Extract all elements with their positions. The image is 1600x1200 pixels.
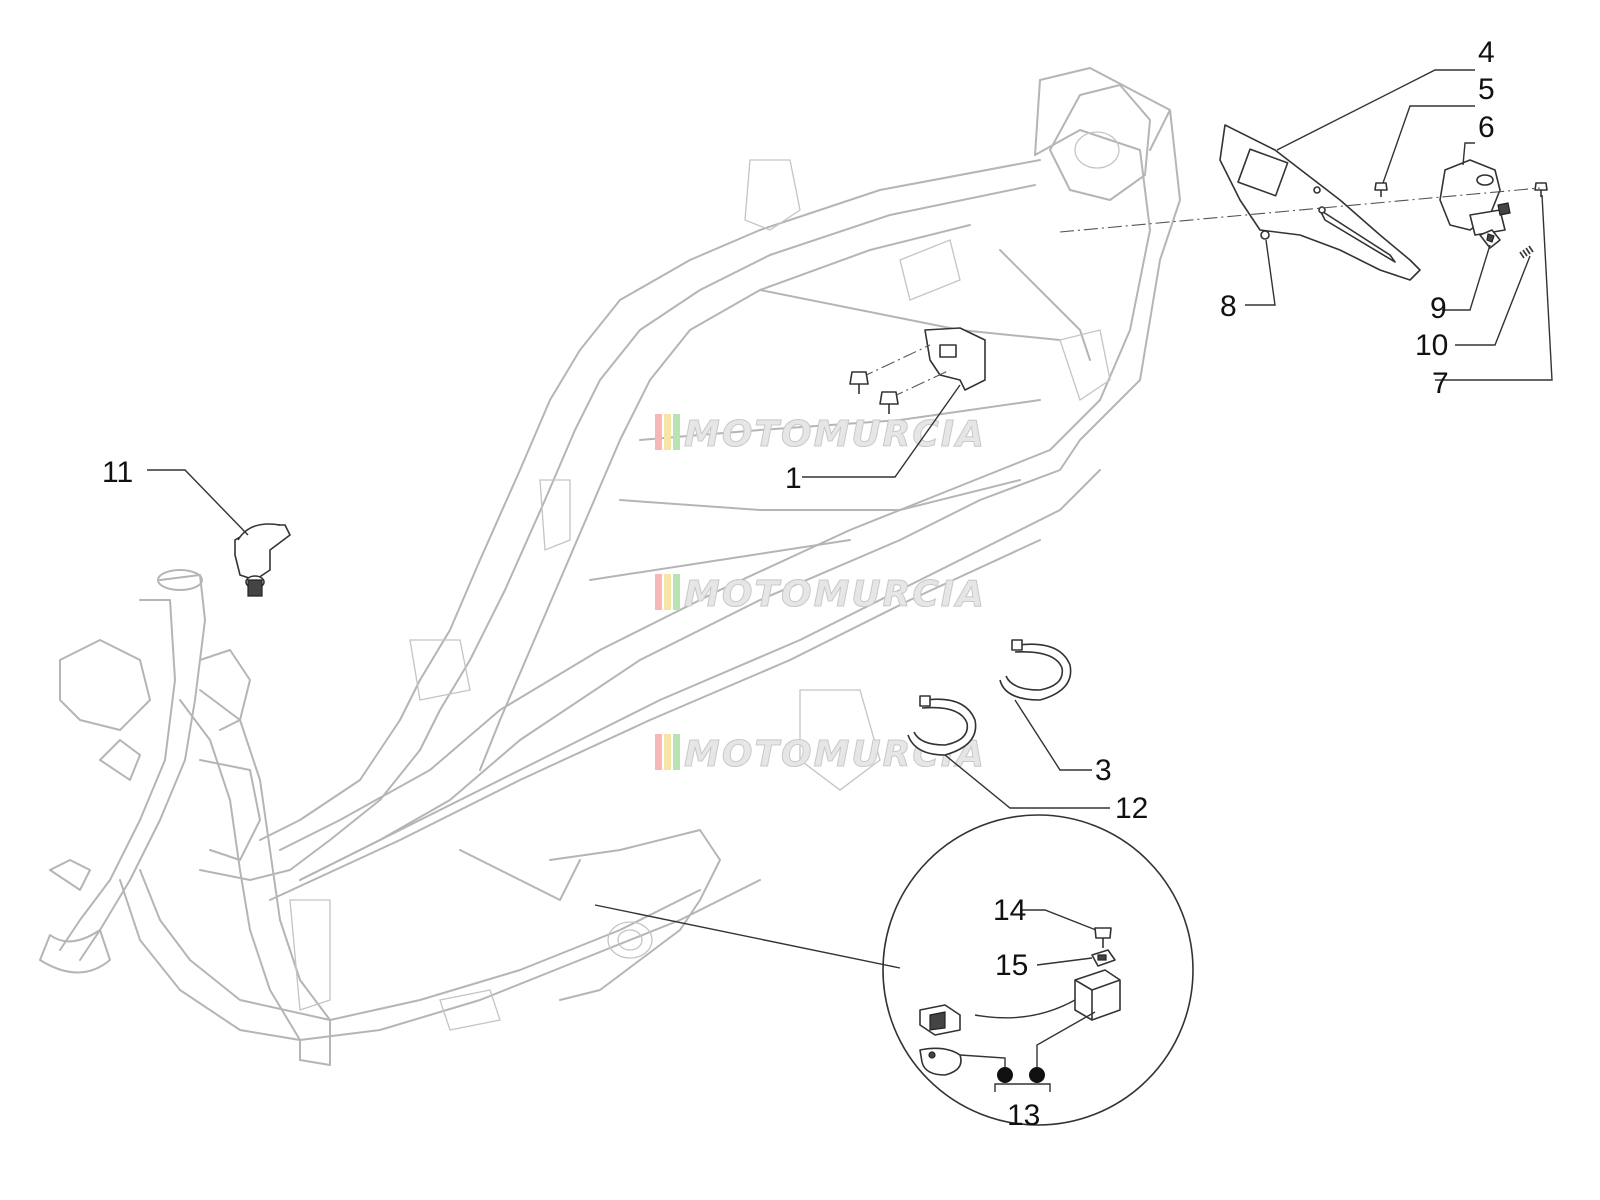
callout-5: 5 xyxy=(1478,73,1495,106)
scooter-frame xyxy=(39,67,1181,1066)
part-5-screw[interactable] xyxy=(1374,182,1388,197)
part-12-clamp[interactable] xyxy=(907,695,977,756)
callout-10: 10 xyxy=(1415,329,1448,362)
part-13-alarm-module[interactable] xyxy=(919,969,1121,1083)
part-7-screw[interactable] xyxy=(1534,182,1548,197)
part-14-bolt[interactable] xyxy=(1094,927,1112,948)
watermark-middle: MOTOMURCIA xyxy=(655,574,986,616)
part-15-clip[interactable] xyxy=(1091,949,1116,967)
part-6-lock[interactable] xyxy=(1439,159,1511,236)
leader-lines xyxy=(147,69,1553,1092)
callout-7: 7 xyxy=(1432,367,1449,400)
watermark-stripe xyxy=(655,574,662,610)
part-1-latch-bracket[interactable] xyxy=(849,327,986,414)
part-9-lock-cylinder[interactable] xyxy=(1479,229,1501,249)
detail-inset xyxy=(594,814,1194,1126)
watermark-stripe xyxy=(655,734,662,770)
callout-15: 15 xyxy=(995,949,1028,982)
watermark-stripe xyxy=(655,414,662,450)
part-3-clamp[interactable] xyxy=(999,639,1072,701)
watermark-stripe xyxy=(673,574,680,610)
callout-8: 8 xyxy=(1220,290,1237,323)
watermark-stripe xyxy=(664,574,671,610)
callout-12: 12 xyxy=(1115,792,1148,825)
watermark-text: MOTOMURCIA xyxy=(684,574,986,615)
screw-icon xyxy=(879,391,899,405)
part-10-spring[interactable] xyxy=(1519,245,1534,259)
part-11-ignition-switch[interactable] xyxy=(234,523,291,597)
screw-icon xyxy=(849,371,869,385)
callout-9: 9 xyxy=(1430,292,1447,325)
watermark-stripe xyxy=(664,734,671,770)
callout-11: 11 xyxy=(102,456,133,489)
callout-1: 1 xyxy=(785,462,802,495)
watermark-stripe xyxy=(664,414,671,450)
callout-3: 3 xyxy=(1095,754,1112,787)
watermark-top: MOTOMURCIA xyxy=(655,414,986,456)
watermark-stripe xyxy=(673,414,680,450)
callout-14: 14 xyxy=(993,894,1026,927)
watermark-text: MOTOMURCIA xyxy=(684,414,986,455)
callout-6: 6 xyxy=(1478,111,1495,144)
watermark-stripe xyxy=(673,734,680,770)
callouts: 4 5 6 9 10 7 8 1 11 3 12 14 15 13 xyxy=(102,36,1495,1132)
callout-4: 4 xyxy=(1478,36,1495,69)
callout-13: 13 xyxy=(1007,1099,1040,1132)
part-4-plate-bracket[interactable] xyxy=(1219,124,1421,281)
part-8-nut[interactable] xyxy=(1260,230,1270,240)
